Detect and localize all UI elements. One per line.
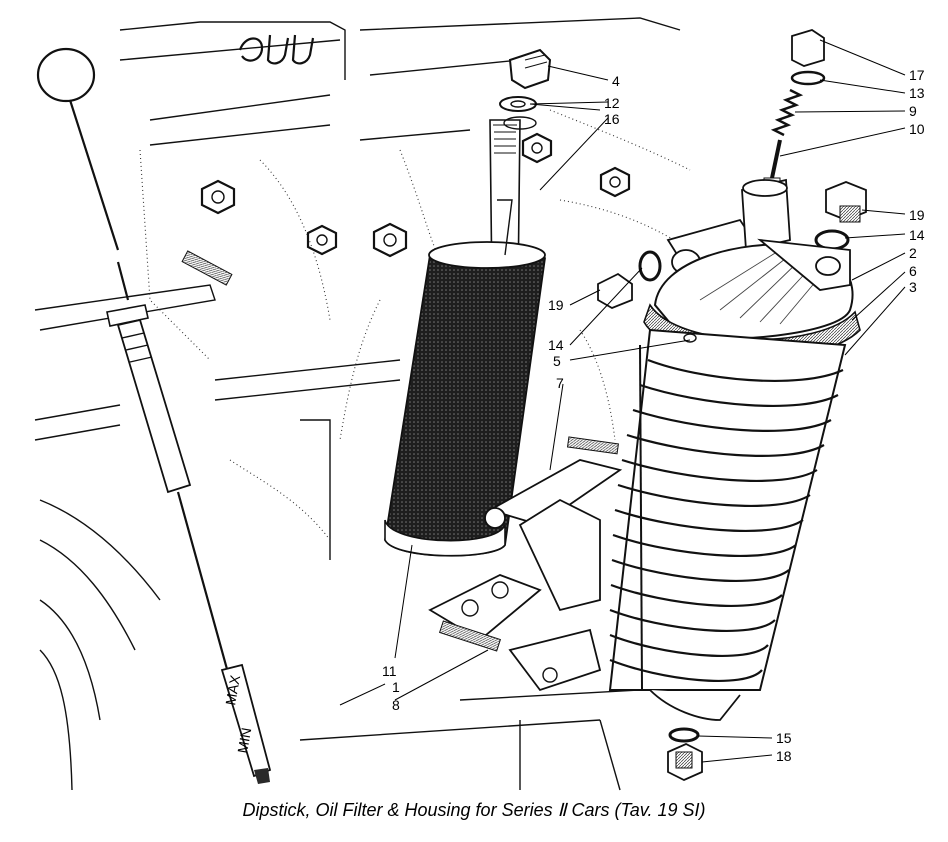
callout-11: 11 [382,663,397,679]
filter-bowl [608,328,847,721]
callout-2: 2 [909,245,917,261]
dipstick: MAX MIN [36,47,272,784]
callout-19-left: 19 [548,297,564,313]
callout-10: 10 [909,121,925,137]
dipstick-min-mark: MIN [234,726,254,754]
engine-block-background [34,17,691,791]
callout-13: 13 [909,85,925,101]
leader-lines [339,39,906,763]
figure-caption: Dipstick, Oil Filter & Housing for Serie… [242,800,706,820]
callout-16: 16 [604,111,620,127]
callout-9: 9 [909,103,917,119]
relief-valve-parts [763,29,826,189]
dipstick-max-mark: MAX [222,673,243,706]
exploded-parts-illustration: MAX MIN [34,17,925,791]
callout-18: 18 [776,748,792,764]
bowl-fins [609,358,844,683]
callout-7: 7 [556,375,564,391]
callout-19-right: 19 [909,207,925,223]
filter-element [384,116,546,557]
callout-17: 17 [909,67,925,83]
callout-6: 6 [909,263,917,279]
callout-3: 3 [909,279,917,295]
callout-12: 12 [604,95,620,111]
top-nut-washer [499,48,552,112]
callout-15: 15 [776,730,792,746]
drain-plug-right [814,181,867,251]
callout-4: 4 [612,73,620,89]
bottom-plug [667,727,703,781]
callout-14-left: 14 [548,337,564,353]
callout-1: 1 [392,679,400,695]
callout-8: 8 [392,697,400,713]
callout-5: 5 [553,353,561,369]
callout-labels: 4 12 16 17 13 9 10 19 14 2 6 3 19 14 5 7… [382,67,925,764]
mounting-bracket [428,436,623,692]
callout-14-right: 14 [909,227,925,243]
drain-plug-left [597,250,662,309]
background-nuts [181,132,631,286]
